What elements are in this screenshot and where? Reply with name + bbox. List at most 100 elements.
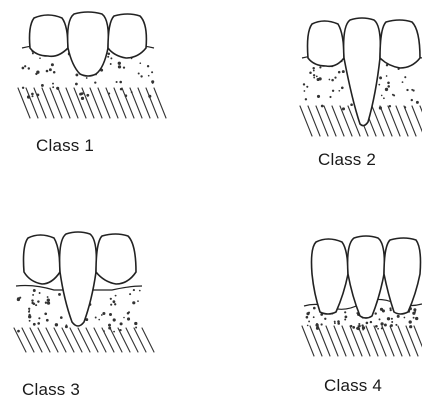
- class1-bone-stipple: [131, 91, 133, 93]
- class4-bone-stipple: [308, 320, 310, 322]
- class4-bone-stipple: [316, 327, 319, 330]
- class2-bone-stipple: [411, 89, 413, 91]
- class3-bone-stipple: [113, 300, 116, 303]
- class4-bone-stipple: [381, 327, 383, 329]
- class3-bone-stipple: [102, 312, 105, 315]
- class3-central-tooth: [60, 232, 97, 326]
- class4-bone-stipple: [344, 311, 346, 313]
- class3-bone-stipple: [17, 330, 20, 333]
- class4-bone-stipple: [413, 317, 415, 319]
- class1-bone-stipple: [41, 84, 44, 87]
- class1-bone-stipple: [118, 65, 121, 68]
- class4-bone-stipple: [391, 321, 393, 323]
- class3-bone-stipple: [110, 298, 112, 300]
- class3-bone-stipple: [47, 296, 49, 298]
- class3-bone-stipple: [37, 322, 40, 325]
- class2-bone-stipple: [317, 95, 320, 98]
- class2-bone-stipple: [411, 99, 413, 101]
- class4-bone-stipple: [362, 329, 364, 331]
- class3-bone-stipple: [110, 304, 112, 306]
- class1-bone-stipple: [119, 81, 122, 84]
- class3-bone-stipple: [32, 294, 34, 296]
- class4-bone-stipple: [313, 307, 316, 310]
- class4-bone-stipple: [395, 324, 397, 326]
- class4-bone-stipple: [320, 323, 322, 325]
- class1-bone-stipple: [110, 57, 112, 59]
- class2-bone-stipple: [304, 90, 306, 92]
- class4-bone-stipple: [390, 309, 392, 311]
- class3-bone-stipple: [120, 322, 123, 325]
- class3-bone-stipple: [108, 324, 111, 327]
- class3-bone-stipple: [129, 293, 131, 295]
- class2-bone-stipple: [379, 76, 382, 79]
- class4-left-tooth: [312, 239, 349, 314]
- class1-bone-stipple: [120, 88, 123, 91]
- class2-bone-stipple: [387, 82, 390, 85]
- class3-bone-stipple: [132, 301, 135, 304]
- class4-bone-stipple: [306, 312, 309, 315]
- class4-bone-stipple: [375, 312, 377, 314]
- class2-bone-stipple: [312, 67, 314, 69]
- class3-bone-stipple: [47, 298, 50, 301]
- class3-bone-stipple: [98, 319, 100, 321]
- class1-bone-stipple: [79, 93, 82, 96]
- class1-bone-stipple: [86, 94, 89, 97]
- class2-bone-stipple: [313, 77, 315, 79]
- class3-right-tooth: [96, 234, 136, 284]
- class1-left-tooth: [30, 15, 69, 56]
- class3-bone-stipple: [127, 317, 130, 320]
- class2-right-tooth: [380, 20, 420, 68]
- class3-bone-stipple: [123, 317, 125, 319]
- class4-bone-stipple: [404, 317, 406, 319]
- class4-bone-stipple: [379, 318, 381, 320]
- class4-bone-stipple: [344, 319, 346, 321]
- class4-bone-stipple: [375, 325, 378, 328]
- class4-hatch-stroke: [414, 326, 422, 356]
- class2-bone-stipple: [303, 83, 305, 85]
- class2-bone-stipple: [313, 74, 315, 76]
- class1-bone-stipple: [118, 62, 121, 65]
- class2-bone-stipple: [319, 66, 321, 68]
- class3-bone-stipple: [108, 327, 111, 330]
- class2-bone-stipple: [386, 75, 388, 77]
- class4-hatching: [302, 326, 422, 356]
- class1-bone-stipple: [151, 71, 153, 73]
- class4-bone-stipple: [391, 318, 393, 320]
- class4-bone-stipple: [334, 322, 336, 324]
- class3-bone-stipple: [60, 316, 63, 319]
- class2-bone-stipple: [338, 90, 340, 92]
- class3-bone-stipple: [55, 323, 58, 326]
- class2-label: Class 2: [318, 150, 376, 170]
- class2-bone-stipple: [313, 70, 315, 72]
- class3-bone-stipple: [119, 329, 121, 331]
- class2-bone-stipple: [306, 86, 308, 88]
- class2-bone-stipple: [350, 103, 353, 106]
- class1-label: Class 1: [36, 136, 94, 156]
- class1-bone-stipple: [22, 67, 25, 70]
- class3-bone-stipple: [44, 312, 47, 315]
- class4-bone-stipple: [409, 320, 412, 323]
- class2-bone-stipple: [318, 77, 321, 80]
- class3-bone-stipple: [133, 289, 135, 291]
- class1-illustration: [18, 8, 158, 123]
- class2-bone-stipple: [389, 105, 391, 107]
- class1-bone-stipple: [116, 81, 118, 83]
- class1-bone-stipple: [123, 66, 125, 68]
- class4-bone-stipple: [306, 316, 309, 319]
- class2-bone-stipple: [329, 79, 331, 81]
- class3-bone-stipple: [134, 322, 137, 325]
- class1-bone-stipple: [24, 65, 26, 67]
- class3-bone-stipple: [95, 317, 97, 319]
- class4-bone-stipple: [324, 318, 326, 320]
- class1-bone-stipple: [32, 52, 34, 54]
- class3-bone-stipple: [114, 303, 116, 305]
- class2-bone-stipple: [383, 97, 385, 99]
- class3-left-tooth: [24, 235, 61, 284]
- class3-bone-stipple: [115, 295, 117, 297]
- class1-bone-stipple: [75, 73, 78, 76]
- class2-illustration: [300, 14, 422, 139]
- class2-bone-stipple: [406, 89, 408, 91]
- class2-bone-stipple: [387, 85, 390, 88]
- class3-bone-stipple: [33, 323, 36, 326]
- class3-bone-stipple: [28, 308, 30, 310]
